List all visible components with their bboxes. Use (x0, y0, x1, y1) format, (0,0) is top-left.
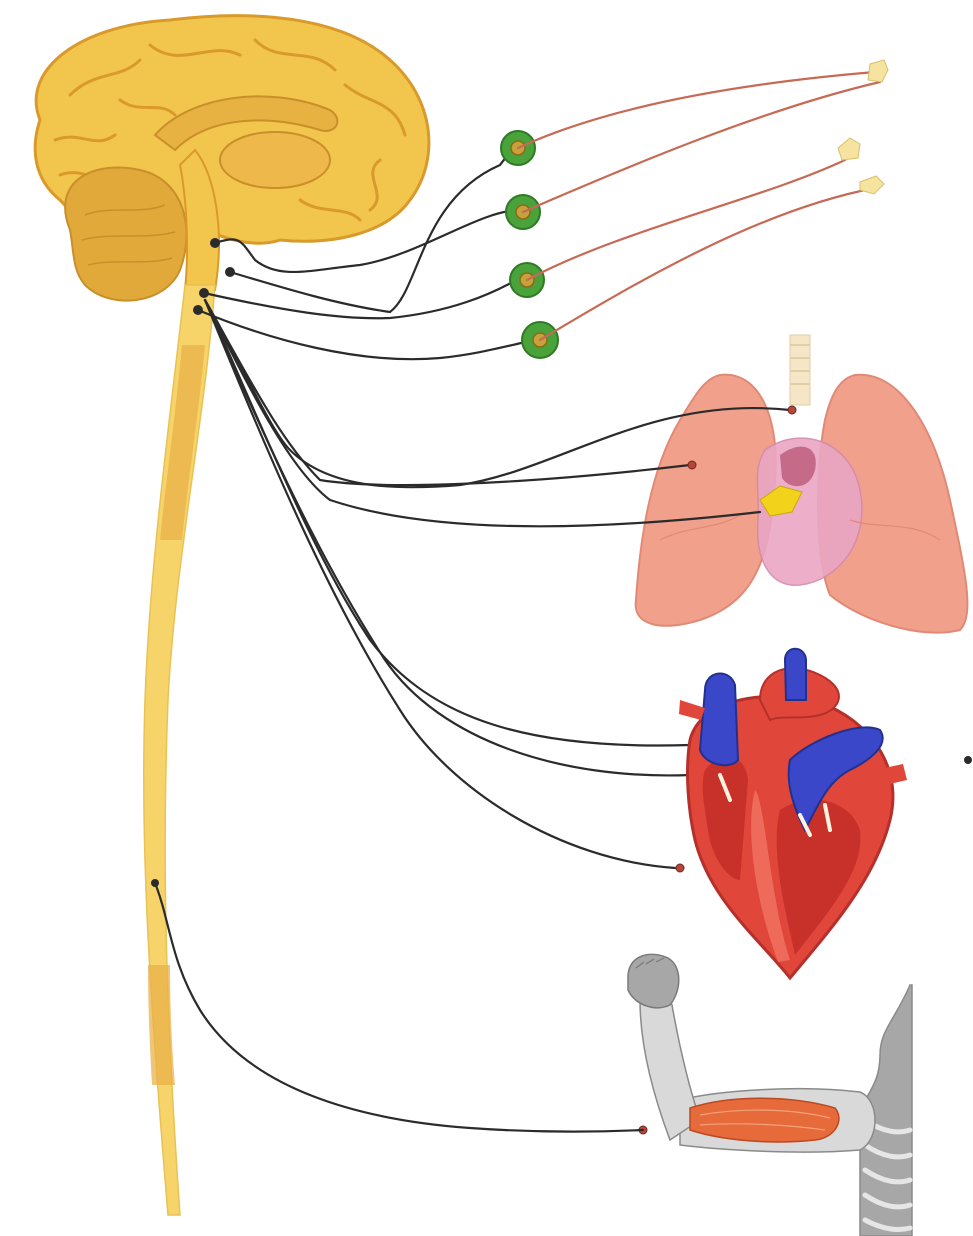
spinal-cord-icon (144, 285, 215, 1215)
brain-icon (35, 16, 429, 301)
spinal-motor-nerve (155, 883, 643, 1132)
ganglia (501, 131, 558, 358)
lungs-icon (636, 335, 968, 633)
postganglionic-nerves (518, 72, 880, 340)
eye-gland-icon (838, 60, 888, 194)
edge-mark (964, 756, 972, 764)
heart-icon (679, 649, 907, 978)
arm-muscle-icon (628, 954, 912, 1236)
